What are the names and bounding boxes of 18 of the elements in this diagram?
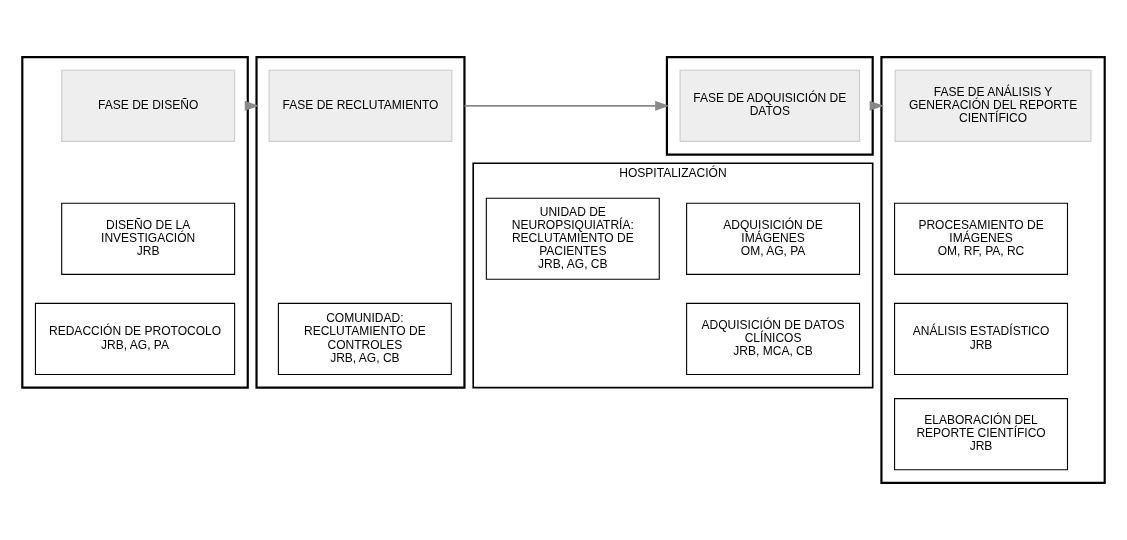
node-box: PROCESAMIENTO DE IMÁGENES OM, RF, PA, RC (894, 202, 1069, 275)
node-box: ELABORACIÓN DEL REPORTE CIENTÍFICO JRB (894, 398, 1069, 471)
cluster (255, 56, 466, 389)
arrow (463, 100, 670, 111)
node-box: COMUNIDAD: RECLUTAMIENTO DE CONTROLES JRB, AG, CB (277, 302, 452, 376)
node-box: DISEÑO DE LA INVESTIGACIÓN JRB (61, 202, 236, 275)
node-box: UNIDAD DE NEUROPSIQUIATRÍA: RECLUTAMIENTO DE PACIENTES JRB, AG, CB (485, 197, 660, 280)
cluster (880, 56, 1106, 484)
node-box: ADQUISICIÓN DE DATOS CLÍNICOS JRB, MCA, CB (686, 302, 861, 376)
node-box: FASE DE DISEÑO (61, 69, 236, 142)
cluster (665, 56, 874, 156)
cluster (21, 56, 249, 389)
node-box: FASE DE RECLUTAMIENTO (268, 69, 453, 142)
node-box: REDACCIÓN DE PROTOCOLO JRB, AG, PA (34, 302, 236, 376)
node-box: ADQUISICIÓN DE IMÁGENES OM, AG, PA (686, 202, 861, 275)
node-box: FASE DE ANÁLISIS Y GENERACIÓN DEL REPORTE CIENTÍFICO (894, 69, 1092, 142)
node-box: FASE DE ADQUISICIÓN DE DATOS (679, 69, 861, 142)
node-box: ANÁLISIS ESTADÍSTICO JRB (894, 302, 1069, 376)
